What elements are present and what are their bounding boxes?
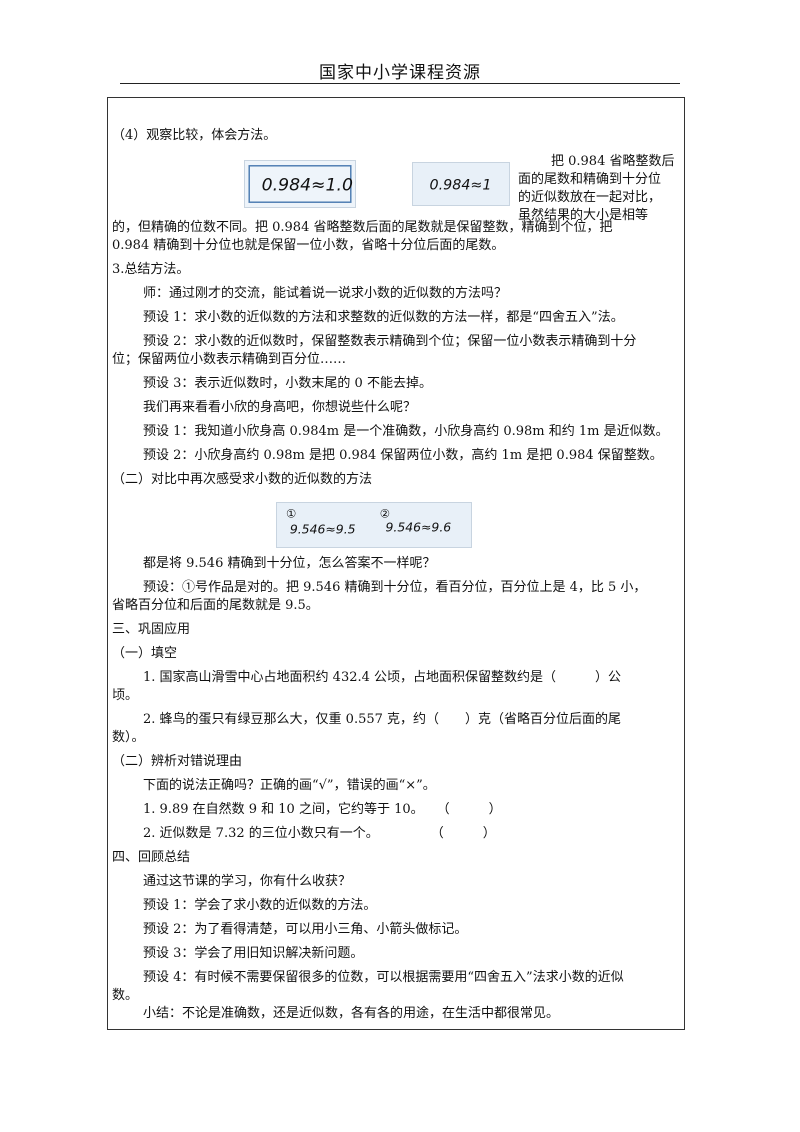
preset-3: 预设 3：表示近似数时，小数末尾的 0 不能去掉。 — [143, 376, 432, 391]
header-rule — [120, 83, 680, 84]
review-question: 通过这节课的学习，你有什么收获？ — [143, 874, 352, 889]
handwriting-text-3b: 9.546≈9.6 — [385, 520, 451, 535]
fill-question-1-cont: 顷。 — [112, 688, 139, 703]
handwriting-image-2: 0.984≈1 — [412, 162, 510, 206]
review-preset-4-cont: 数。 — [112, 988, 139, 1003]
content-frame — [107, 97, 685, 1030]
contrast-preset-cont: 省略百分位和后面的尾数就是 9.5。 — [112, 598, 319, 613]
section-heading-summary: 3.总结方法。 — [112, 262, 190, 277]
review-preset-3: 预设 3：学会了用旧知识解决新问题。 — [143, 946, 364, 961]
subsection-judge: （二）辨析对错说理由 — [112, 754, 243, 769]
section-heading-observe: （4）观察比较，体会方法。 — [112, 128, 277, 143]
section-heading-review: 四、回顾总结 — [112, 850, 191, 865]
handwriting-image-3: ① 9.546≈9.5 ② 9.546≈9.6 — [276, 502, 472, 548]
subsection-fill-blank: （一）填空 — [112, 646, 178, 661]
work-number-2: ② — [380, 506, 390, 520]
preset-2: 预设 2：求小数的近似数时，保留整数表示精确到个位；保留一位小数表示精确到十分 — [143, 334, 637, 349]
compare-text-4: 虽然结果的大小是相等 — [518, 208, 649, 223]
judge-question-1: 1. 9.89 在自然数 9 和 10 之间，它约等于 10。 （ ） — [143, 802, 502, 817]
compare-text-5: 的，但精确的位数不同。把 0.984 省略整数后面的尾数就是保留整数，精确到个位… — [112, 220, 613, 235]
handwriting-text-1: 0.984≈1.0 — [262, 176, 353, 196]
height-preset-2: 预设 2：小欣身高约 0.98m 是把 0.984 保留两位小数，高约 1m 是… — [143, 448, 663, 463]
review-preset-4: 预设 4：有时候不需要保留很多的位数，可以根据需要用“四舍五入”法求小数的近似 — [143, 970, 624, 985]
height-question: 我们再来看看小欣的身高吧，你想说些什么呢？ — [143, 400, 417, 415]
preset-1: 预设 1：求小数的近似数的方法和求整数的近似数的方法一样，都是“四舍五入”法。 — [143, 310, 624, 325]
preset-2-cont: 位；保留两位小数表示精确到百分位…… — [112, 352, 347, 367]
handwriting-image-1: 0.984≈1.0 — [244, 160, 356, 208]
section-heading-contrast: （二）对比中再次感受求小数的近似数的方法 — [112, 472, 373, 487]
compare-text-6: 0.984 精确到十分位也就是保留一位小数，省略十分位后面的尾数。 — [112, 238, 505, 253]
handwriting-image-3-graphic: ① 9.546≈9.5 ② 9.546≈9.6 — [286, 506, 451, 537]
judge-instruction: 下面的说法正确吗？正确的画“√”，错误的画“×”。 — [143, 778, 436, 793]
contrast-preset: 预设：①号作品是对的。把 9.546 精确到十分位，看百分位，百分位上是 4，比… — [143, 580, 647, 595]
handwriting-text-3a: 9.546≈9.5 — [290, 522, 356, 537]
judge-question-2: 2. 近似数是 7.32 的三位小数只有一个。 （ ） — [143, 826, 496, 841]
contrast-question: 都是将 9.546 精确到十分位，怎么答案不一样呢？ — [143, 556, 436, 571]
section-heading-apply: 三、巩固应用 — [112, 622, 191, 637]
compare-text-1: 把 0.984 省略整数后 — [551, 154, 675, 169]
handwriting-text-2: 0.984≈1 — [430, 178, 492, 194]
page-header-title: 国家中小学课程资源 — [319, 63, 481, 83]
summary-conclusion: 小结：不论是准确数，还是近似数，各有各的用途，在生活中都很常见。 — [143, 1006, 560, 1021]
height-preset-1: 预设 1：我知道小欣身高 0.984m 是一个准确数，小欣身高约 0.98m 和… — [143, 424, 669, 439]
teacher-question: 师：通过刚才的交流，能试着说一说求小数的近似数的方法吗？ — [143, 286, 508, 301]
handwriting-image-1-graphic: 0.984≈1.0 — [248, 165, 353, 203]
work-number-1: ① — [286, 506, 296, 520]
handwriting-image-2-graphic: 0.984≈1 — [430, 178, 492, 194]
fill-question-1: 1. 国家高山滑雪中心占地面积约 432.4 公顷，占地面积保留整数约是（ ）公 — [143, 670, 622, 685]
review-preset-1: 预设 1：学会了求小数的近似数的方法。 — [143, 898, 377, 913]
fill-question-2-cont: 数）。 — [112, 730, 145, 745]
review-preset-2: 预设 2：为了看得清楚，可以用小三角、小箭头做标记。 — [143, 922, 468, 937]
fill-question-2: 2. 蜂鸟的蛋只有绿豆那么大，仅重 0.557 克，约（ ）克（省略百分位后面的… — [143, 712, 622, 727]
compare-text-2: 面的尾数和精确到十分位 — [518, 172, 662, 187]
compare-text-3: 的近似数放在一起对比， — [518, 190, 662, 205]
